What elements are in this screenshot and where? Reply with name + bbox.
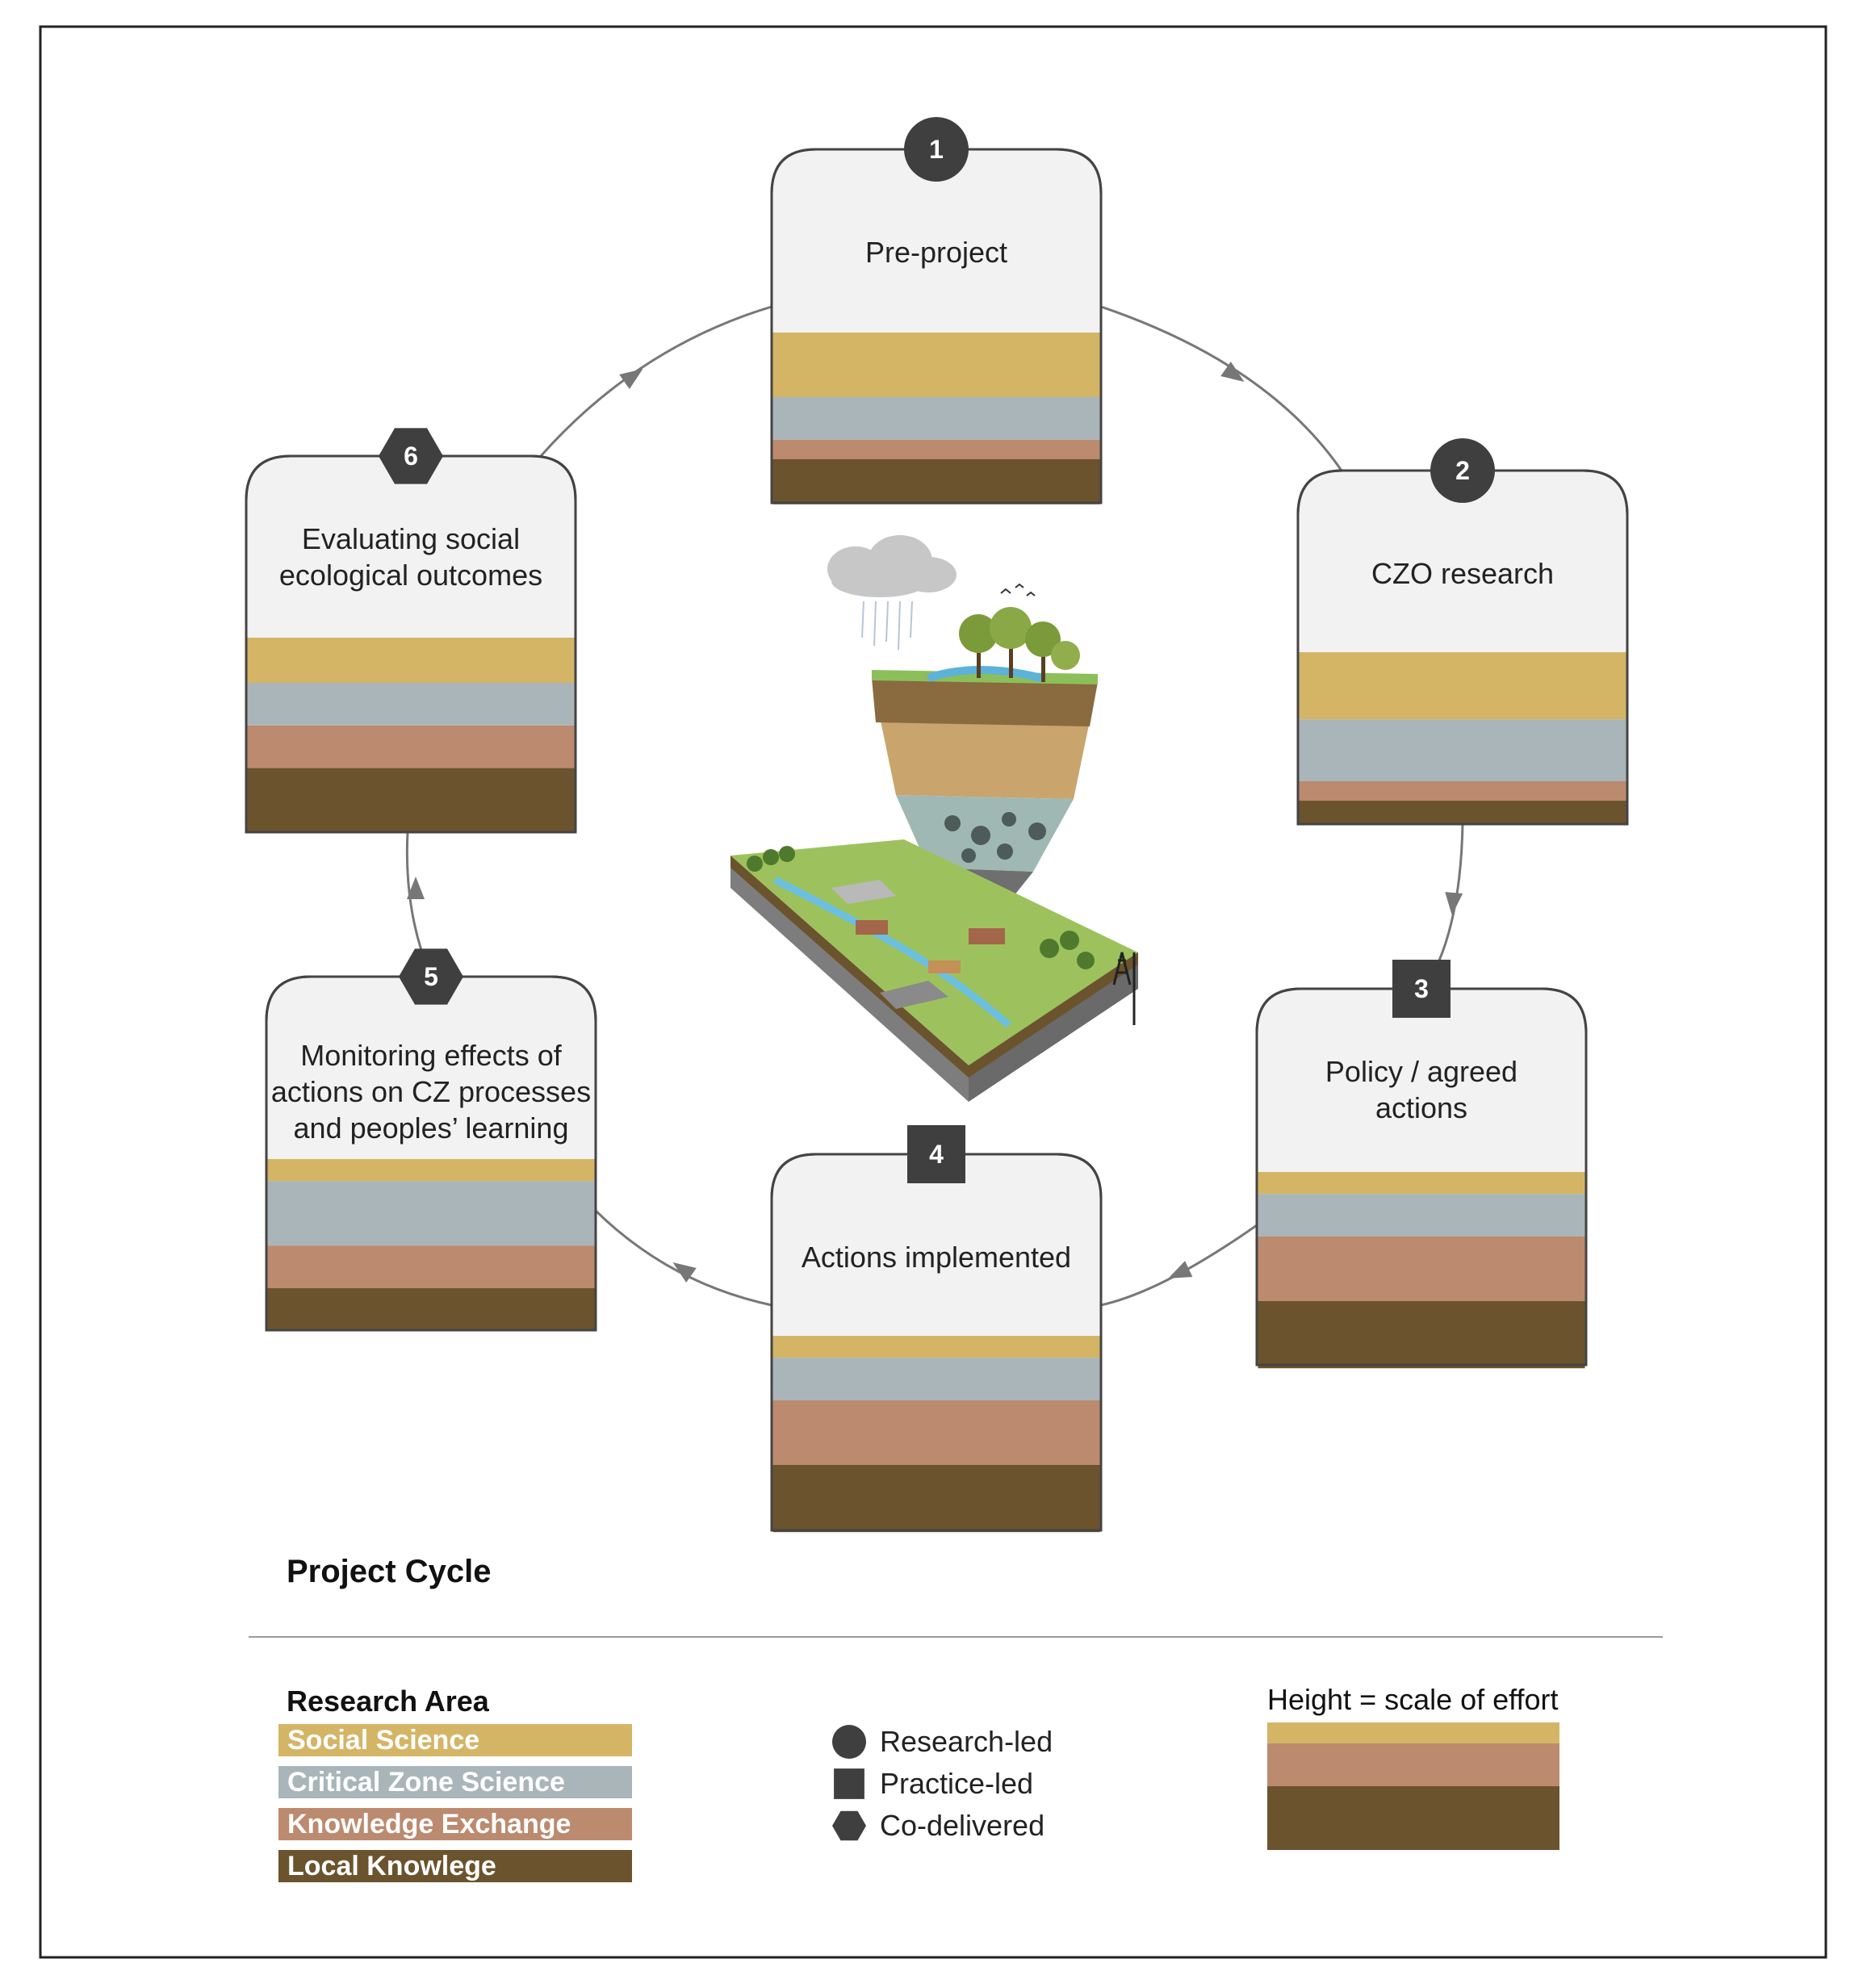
stage-title-line: actions <box>1375 1091 1467 1124</box>
stage-title-line: Actions implemented <box>802 1241 1071 1274</box>
stage-number: 4 <box>929 1140 944 1169</box>
arrow-head-icon <box>672 1262 697 1283</box>
effort-bar-ke <box>1299 781 1626 801</box>
legend-square-icon <box>834 1768 864 1799</box>
legend-area-cz: Critical Zone Science <box>278 1766 632 1798</box>
stage-number: 1 <box>929 135 944 164</box>
stage-title-line: and peoples’ learning <box>294 1111 569 1145</box>
stage-badge-square-icon <box>1392 960 1450 1018</box>
height-swatch-local <box>1267 1786 1559 1850</box>
legend-mode-label: Research-led <box>880 1725 1053 1758</box>
stage-card-2: CZO research 2 <box>1296 438 1629 826</box>
legend-area-ke: Knowledge Exchange <box>278 1808 632 1840</box>
effort-bar-social <box>772 333 1100 397</box>
effort-bar-ke <box>247 725 575 768</box>
height-scale-legend: Height = scale of effort <box>1267 1683 1559 1850</box>
stage-title-line: Policy / agreed <box>1325 1055 1517 1088</box>
effort-bar-cz <box>1258 1194 1585 1237</box>
legend-mode-square: Practice-led <box>834 1767 1033 1800</box>
project-cycle-title: Project Cycle <box>287 1554 491 1589</box>
effort-bar-social <box>247 638 575 683</box>
stage-badge-hexagon-icon <box>379 428 443 484</box>
legend-area-label: Critical Zone Science <box>287 1767 565 1798</box>
stage-title-line: Evaluating social <box>302 522 520 555</box>
stage-number: 5 <box>424 962 438 991</box>
legend-mode-label: Co-delivered <box>880 1809 1044 1842</box>
landscape-block <box>730 839 1138 1102</box>
research-area-title: Research Area <box>287 1685 490 1718</box>
legend-mode-label: Practice-led <box>880 1767 1033 1800</box>
cycle-connector <box>594 1209 772 1307</box>
critical-zone-landscape-illustration <box>730 535 1138 1102</box>
effort-bar-local <box>1258 1301 1585 1369</box>
effort-bar-cz <box>1299 719 1626 781</box>
height-swatch-social <box>1267 1722 1559 1743</box>
legend-area-label: Social Science <box>287 1725 479 1756</box>
effort-bar-cz <box>267 1181 595 1246</box>
well-tower-icon <box>1112 952 1136 1025</box>
stage-title-line: actions on CZ processes <box>271 1075 591 1108</box>
stage-number: 2 <box>1455 456 1470 485</box>
stage-badge-circle-icon <box>904 117 969 182</box>
stage-badge-square-icon <box>907 1125 965 1183</box>
stage-title-line: Monitoring effects of <box>300 1039 563 1072</box>
effort-bar-social <box>267 1159 595 1182</box>
effort-bar-local <box>267 1288 595 1331</box>
cycle-connector <box>539 305 772 457</box>
effort-bar-cz <box>772 397 1100 440</box>
stage-badge-hexagon-icon <box>399 948 463 1005</box>
effort-bar-local <box>247 768 575 833</box>
height-scale-title: Height = scale of effort <box>1267 1683 1559 1716</box>
effort-bar-social <box>772 1336 1100 1358</box>
legend-mode-hexagon: Co-delivered <box>832 1809 1044 1842</box>
legend-circle-icon <box>832 1725 866 1759</box>
arrow-head-icon <box>1220 361 1245 383</box>
effort-bar-local <box>772 458 1100 504</box>
legend-area-label: Knowledge Exchange <box>287 1809 571 1839</box>
effort-bar-local <box>1299 801 1626 824</box>
effort-bar-ke <box>1258 1237 1585 1301</box>
cycle-connector <box>1100 305 1343 471</box>
legend-mode-circle: Research-led <box>832 1725 1053 1759</box>
stage-title-line: ecological outcomes <box>279 559 542 592</box>
legend-area-social: Social Science <box>278 1724 632 1756</box>
effort-bar-social <box>1258 1172 1585 1195</box>
stage-title-line: CZO research <box>1371 557 1554 590</box>
arrow-head-icon <box>1168 1261 1193 1279</box>
arrow-head-icon <box>1445 892 1463 915</box>
stage-title-line: Pre-project <box>865 236 1007 269</box>
birds-icon <box>1000 583 1036 596</box>
legend-hexagon-icon <box>832 1810 866 1841</box>
stage-card-1: Pre-project 1 <box>770 117 1103 504</box>
legend-swatch <box>278 1724 632 1756</box>
trees-icon <box>959 607 1080 682</box>
effort-bar-cz <box>247 683 575 726</box>
rain-cloud-icon <box>827 535 957 651</box>
stage-card-4: Actions implemented 4 <box>770 1125 1103 1533</box>
arrow-head-icon <box>619 368 643 390</box>
height-swatch-ke <box>1267 1743 1559 1786</box>
legend-swatch <box>278 1808 632 1840</box>
effort-bar-ke <box>772 439 1100 459</box>
effort-bar-ke <box>772 1400 1100 1465</box>
effort-bar-social <box>1299 652 1626 720</box>
legend-area-local: Local Knowlege <box>278 1850 632 1882</box>
stage-badge-circle-icon <box>1430 438 1495 503</box>
stage-number: 3 <box>1414 974 1429 1003</box>
stage-card-6: Evaluating social ecological outcomes 6 <box>245 428 577 834</box>
effort-bar-cz <box>772 1358 1100 1400</box>
stage-number: 6 <box>404 442 418 471</box>
legend-swatch <box>278 1850 632 1882</box>
legend-swatch <box>278 1766 632 1798</box>
arrow-head-icon <box>407 877 425 899</box>
legend-area-label: Local Knowlege <box>287 1851 496 1881</box>
effort-bar-local <box>772 1465 1100 1533</box>
effort-bar-ke <box>267 1245 595 1288</box>
